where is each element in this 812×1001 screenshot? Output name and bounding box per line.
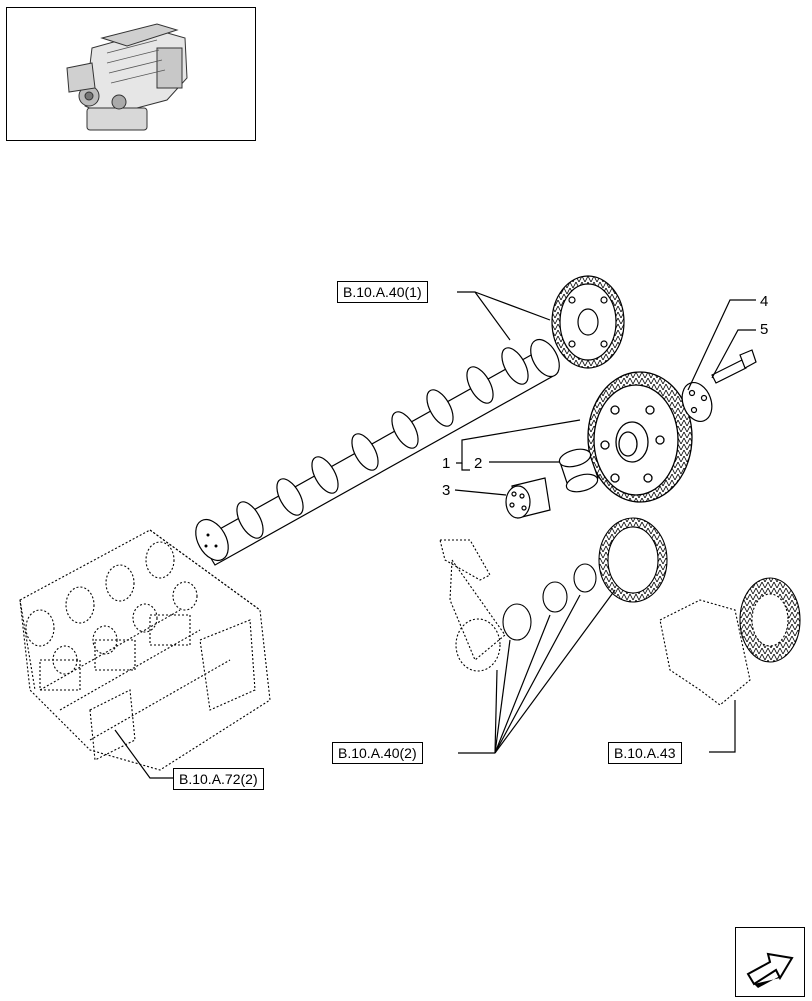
bolt xyxy=(711,349,757,384)
engine-thumbnail-icon[interactable] xyxy=(6,7,256,141)
crankshaft-ref-label[interactable]: B.10.A.43 xyxy=(608,742,682,764)
item-number-2: 2 xyxy=(474,455,483,472)
item-number-4: 4 xyxy=(760,293,769,310)
camshaft-gear-ref-label[interactable]: B.10.A.40(1) xyxy=(337,281,428,303)
engine-thumbnail-drawing xyxy=(66,23,188,131)
bushing xyxy=(558,448,599,493)
leader-lines xyxy=(114,291,756,779)
washer xyxy=(681,382,713,422)
next-page-arrow-icon[interactable] xyxy=(735,927,805,997)
connecting-rod xyxy=(439,539,506,672)
engine-block xyxy=(19,529,271,771)
camshaft xyxy=(195,338,560,566)
item-number-3: 3 xyxy=(442,482,451,499)
block-ref-label[interactable]: B.10.A.72(2) xyxy=(173,768,264,790)
arrow-graphic xyxy=(746,952,794,988)
item-number-5: 5 xyxy=(760,321,769,338)
crankshaft xyxy=(659,577,801,706)
timing-gear xyxy=(587,371,693,503)
camshaft-gear-upper xyxy=(551,275,625,369)
item-number-1: 1 xyxy=(442,455,451,472)
conrod-ref-label[interactable]: B.10.A.40(2) xyxy=(332,742,423,764)
conrod-bearings xyxy=(502,517,668,641)
hub xyxy=(505,477,551,519)
